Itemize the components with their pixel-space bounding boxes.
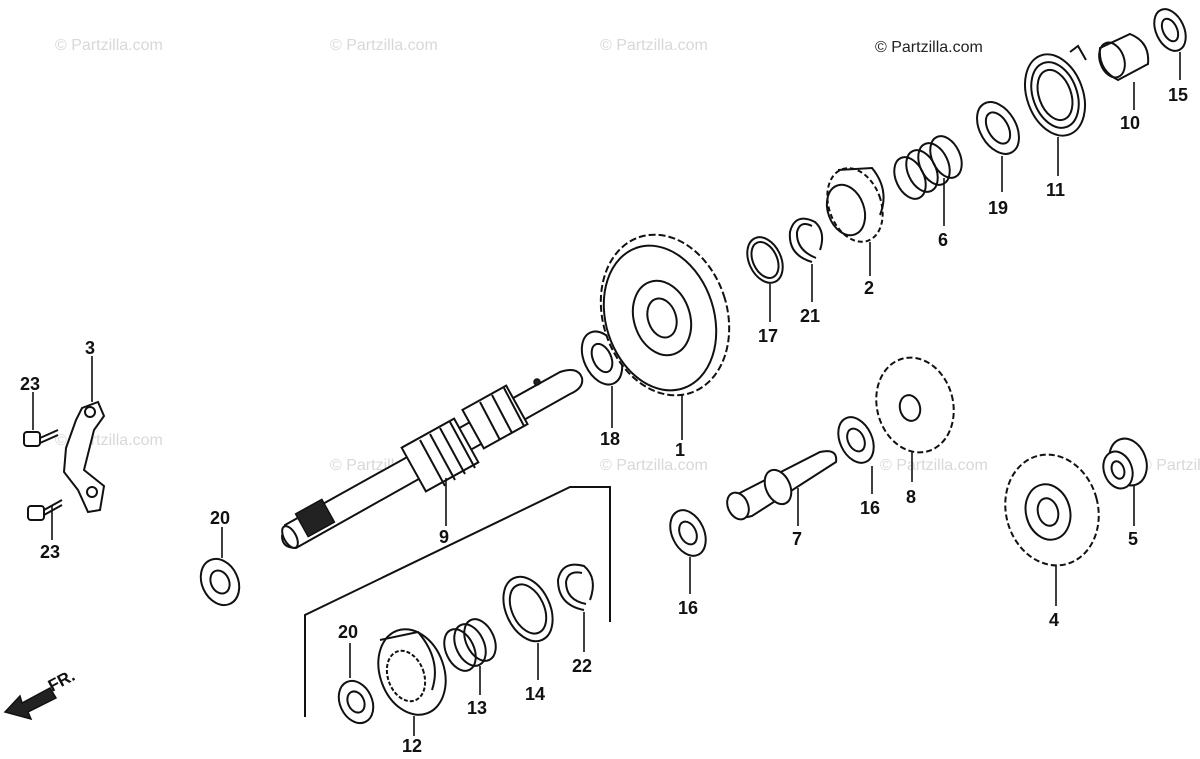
callout-21: 21 xyxy=(800,306,820,326)
part-17-ring xyxy=(746,236,784,284)
front-direction-arrow: FR. xyxy=(3,666,78,721)
callout-22: 22 xyxy=(572,656,592,676)
callout-15: 15 xyxy=(1168,85,1188,105)
part-8-gear xyxy=(875,356,955,454)
part-23-bolt-upper xyxy=(23,429,59,447)
part-21-circlip xyxy=(788,217,824,263)
callout-12: 12 xyxy=(402,736,422,756)
part-13-spring xyxy=(443,618,497,672)
callout-20-lower: 20 xyxy=(338,622,358,642)
part-20-washer-lower xyxy=(337,679,375,725)
callout-13: 13 xyxy=(467,698,487,718)
part-3-plate xyxy=(62,400,106,514)
watermark-7: © Partzilla.com xyxy=(1140,457,1200,474)
part-1-gear xyxy=(599,233,731,397)
callout-11: 11 xyxy=(1046,180,1065,200)
callout-8: 8 xyxy=(906,487,916,507)
callout-7: 7 xyxy=(792,529,802,549)
callout-20-upper: 20 xyxy=(210,508,230,528)
part-9-shaft xyxy=(280,369,584,550)
callout-5: 5 xyxy=(1128,529,1138,549)
part-2-ratchet xyxy=(825,166,885,243)
part-19-washer xyxy=(976,101,1020,155)
watermark-5: © Partzilla.com xyxy=(600,457,708,474)
callout-10: 10 xyxy=(1120,113,1140,133)
part-15-washer xyxy=(1153,8,1187,52)
subassembly-bracket xyxy=(304,486,611,717)
callout-17: 17 xyxy=(758,326,778,346)
part-12-ratchet xyxy=(377,628,447,716)
leader-lines xyxy=(32,52,1181,736)
callout-1: 1 xyxy=(675,440,685,460)
part-7-shaft xyxy=(726,450,838,521)
part-11-spring xyxy=(1024,44,1087,137)
part-22-circlip xyxy=(556,563,594,611)
watermark-1: © Partzilla.com xyxy=(55,37,163,54)
callout-9: 9 xyxy=(439,527,449,547)
part-16-washer-upper xyxy=(837,416,875,464)
part-16-washer-lower xyxy=(669,509,707,557)
part-4-gear xyxy=(1004,453,1100,567)
callouts: 3 23 23 20 9 18 1 17 21 2 6 19 11 10 15 … xyxy=(20,85,1188,756)
watermark-2: © Partzilla.com xyxy=(330,37,438,54)
callout-2: 2 xyxy=(864,278,874,298)
callout-23-upper: 23 xyxy=(20,374,40,394)
callout-23-lower: 23 xyxy=(40,542,60,562)
watermark-main: © Partzilla.com xyxy=(875,39,983,56)
callout-16-upper: 16 xyxy=(860,498,880,518)
callout-19: 19 xyxy=(988,198,1008,218)
part-10-collar xyxy=(1098,32,1150,82)
part-20-washer-upper xyxy=(199,557,241,607)
part-23-bolt-lower xyxy=(27,499,63,521)
callout-14: 14 xyxy=(525,684,545,704)
watermark-3: © Partzilla.com xyxy=(600,37,708,54)
part-14-washer xyxy=(502,575,554,643)
part-6-spring xyxy=(893,135,963,200)
callout-16-lower: 16 xyxy=(678,598,698,618)
callout-6: 6 xyxy=(938,230,948,250)
part-5-bushing xyxy=(1102,437,1148,490)
watermark-6: © Partzilla.com xyxy=(880,457,988,474)
callout-3: 3 xyxy=(85,338,95,358)
callout-18: 18 xyxy=(600,429,620,449)
callout-4: 4 xyxy=(1049,610,1059,630)
